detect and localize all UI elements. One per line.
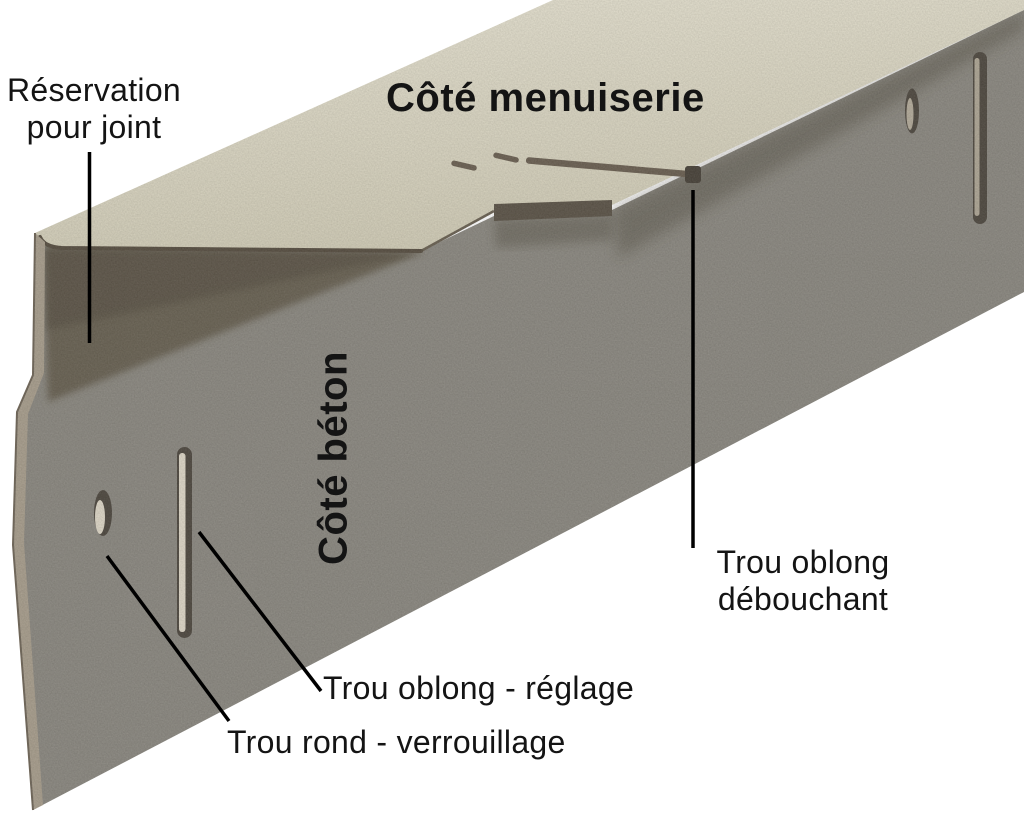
label-reservation-line1: Réservation <box>6 72 182 108</box>
label-trou-oblong-reglage: Trou oblong - réglage <box>323 670 635 706</box>
leader-rond <box>105 554 231 723</box>
label-reservation-line2: pour joint <box>26 109 162 145</box>
label-debouchant-line2: débouchant <box>717 581 889 617</box>
label-reservation-pour-joint: Réservation pour joint <box>0 72 192 146</box>
label-cote-beton: Côté béton <box>311 351 356 565</box>
label-trou-oblong-debouchant: Trou oblong débouchant <box>697 544 909 618</box>
label-debouchant-line1: Trou oblong <box>716 544 890 580</box>
label-trou-rond-verrouillage: Trou rond - verrouillage <box>227 724 566 760</box>
leader-reglage <box>197 530 323 693</box>
label-cote-menuiserie: Côté menuiserie <box>386 76 705 120</box>
